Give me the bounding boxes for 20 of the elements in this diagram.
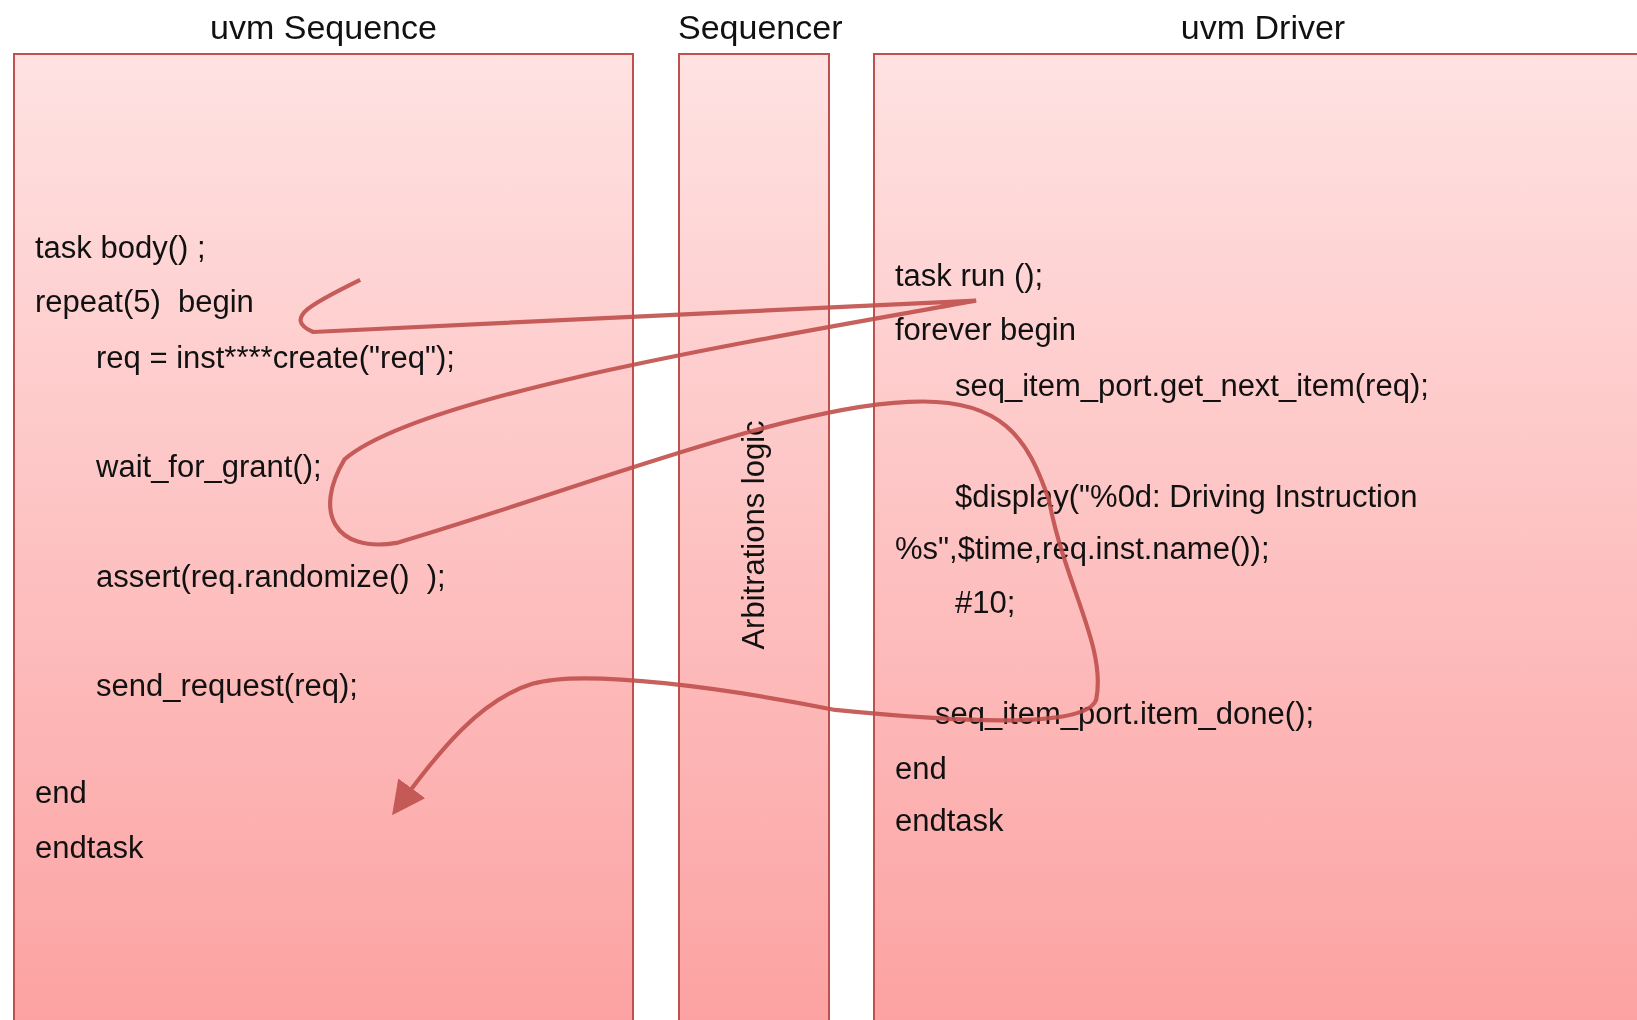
code-line: req = inst****create("req"); xyxy=(96,339,455,377)
code-line: #10; xyxy=(955,584,1016,622)
code-line: end xyxy=(895,750,947,788)
column-heading: uvm Driver xyxy=(1180,8,1346,47)
column-heading: uvm Sequence xyxy=(210,8,437,47)
code-line: endtask xyxy=(35,829,144,867)
code-line: task run (); xyxy=(895,257,1044,295)
column-heading: Sequencer xyxy=(678,8,843,47)
code-line: wait_for_grant(); xyxy=(96,448,322,486)
code-line: endtask xyxy=(895,802,1004,840)
code-line: assert(req.randomize() ); xyxy=(96,558,446,596)
code-line: send_request(req); xyxy=(96,667,358,705)
code-line: end xyxy=(35,774,87,812)
code-line: seq_item_port.get_next_item(req); xyxy=(955,367,1429,405)
code-line: forever begin xyxy=(895,311,1076,349)
vertical-label: Arbitrations logic xyxy=(736,420,772,650)
code-line: seq_item_port.item_done(); xyxy=(935,695,1315,733)
code-line: $display("%0d: Driving Instruction %s",$time,req.inst.name()); xyxy=(895,478,1419,568)
code-line: task body() ; xyxy=(35,229,206,267)
code-line: repeat(5) begin xyxy=(35,283,254,321)
